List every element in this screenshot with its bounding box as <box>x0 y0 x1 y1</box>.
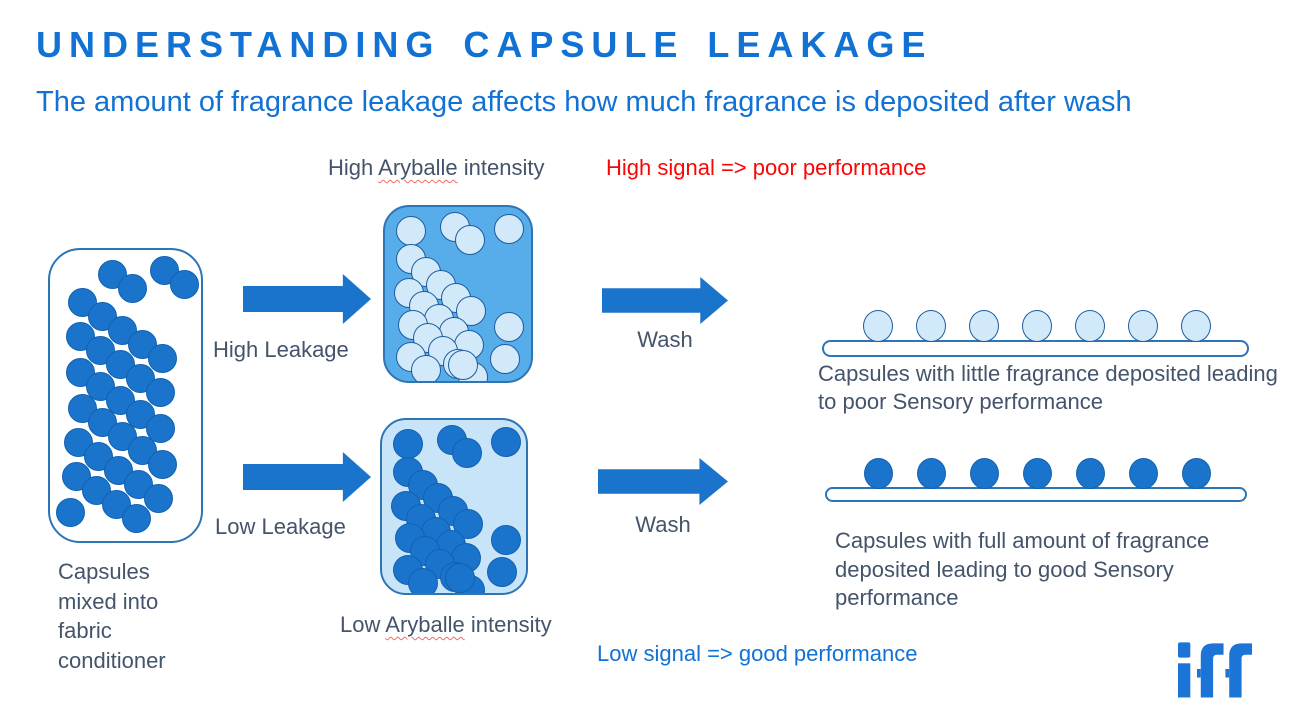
spellcheck-flagged-word: Aryballe <box>378 155 458 180</box>
good-deposit-row <box>825 456 1247 502</box>
low-aryballe-intensity-label: Low Aryballe intensity <box>340 612 552 638</box>
wash-arrow-top <box>602 277 728 324</box>
capsule-circle <box>490 344 520 374</box>
capsule-circle <box>145 413 175 443</box>
capsule-circle <box>494 214 524 244</box>
logo-f1 <box>1200 643 1224 698</box>
iff-logo-glyphs <box>1178 642 1252 698</box>
logo-f1-nub <box>1196 669 1201 678</box>
capsule-circle <box>487 557 517 587</box>
capsule-circle <box>393 429 423 459</box>
source-caption: Capsules mixed into fabric conditioner <box>58 559 166 674</box>
source-container <box>48 248 203 543</box>
deposited-capsule-circle <box>1075 310 1105 342</box>
capsule-circle <box>445 563 475 593</box>
deposited-capsule-circle <box>863 458 893 489</box>
deposited-capsule-circle <box>1128 458 1158 489</box>
capsule-circle <box>145 377 175 407</box>
poor-result-caption: Capsules with little fragrance deposited… <box>818 361 1278 415</box>
capsule-circle <box>491 525 521 555</box>
capsule-circle <box>101 489 131 519</box>
capsule-circle <box>117 273 147 303</box>
wash-label-bottom: Wash <box>635 512 691 537</box>
capsule-circle <box>452 438 482 468</box>
low-signal-annotation: Low signal => good performance <box>597 641 918 666</box>
capsule-circle <box>103 455 133 485</box>
high-leakage-arrow <box>243 274 371 324</box>
deposited-capsule-circle <box>863 310 893 342</box>
deposited-capsule-circle <box>1181 458 1211 489</box>
page-subtitle: The amount of fragrance leakage affects … <box>36 86 1132 118</box>
spellcheck-flagged-word: Aryballe <box>385 612 465 637</box>
capsule-circle <box>97 259 127 289</box>
capsule-circle <box>55 497 85 527</box>
wash-arrow-bottom <box>598 458 728 505</box>
page-title: UNDERSTANDING CAPSULE LEAKAGE <box>36 24 933 65</box>
high-leakage-result-container <box>383 205 533 383</box>
low-leakage-result-container <box>380 418 528 595</box>
deposited-capsule-circle <box>1022 458 1052 489</box>
low-leakage-arrow <box>243 452 371 502</box>
iff-logo <box>1178 640 1252 698</box>
high-aryballe-intensity-label: High Aryballe intensity <box>328 155 544 181</box>
capsule-circle <box>448 350 478 380</box>
fabric-surface-bar <box>825 487 1247 502</box>
label-part: intensity <box>457 155 545 180</box>
capsule-circle <box>456 296 486 326</box>
capsule-circle <box>408 568 438 593</box>
logo-i-dot <box>1178 642 1191 658</box>
capsule-circle <box>147 343 177 373</box>
high-leakage-label: High Leakage <box>213 337 349 362</box>
capsule-circle <box>396 216 426 246</box>
capsule-circle <box>147 449 177 479</box>
deposited-capsule-circle <box>1022 310 1052 342</box>
logo-f2 <box>1229 643 1252 698</box>
label-part: Low <box>340 612 386 637</box>
deposited-capsule-circle <box>969 458 999 489</box>
fabric-surface-bar <box>822 340 1249 357</box>
capsule-circle <box>121 503 151 533</box>
deposited-capsule-circle <box>1181 310 1211 342</box>
good-result-caption: Capsules with full amount of fragrance d… <box>835 528 1210 611</box>
poor-deposit-row <box>822 308 1249 357</box>
deposited-capsule-circle <box>969 310 999 342</box>
wash-label-top: Wash <box>637 327 693 352</box>
label-part: High <box>328 155 379 180</box>
low-leakage-label: Low Leakage <box>215 514 346 539</box>
capsule-circle <box>491 427 521 457</box>
logo-i-stem <box>1178 663 1191 698</box>
capsule-circle <box>455 225 485 255</box>
capsule-circle <box>169 269 199 299</box>
capsule-circle <box>65 357 95 387</box>
capsule-circle <box>411 355 441 381</box>
deposited-capsule-circle <box>916 458 946 489</box>
high-signal-annotation: High signal => poor performance <box>606 155 927 180</box>
capsule-circle <box>149 255 179 285</box>
deposited-capsule-circle <box>1128 310 1158 342</box>
capsule-circle <box>494 312 524 342</box>
label-part: intensity <box>464 612 552 637</box>
deposited-capsule-circle <box>1075 458 1105 489</box>
capsule-circle <box>83 441 113 471</box>
capsule-circle <box>143 483 173 513</box>
deposited-capsule-circle <box>916 310 946 342</box>
logo-f2-nub <box>1225 669 1230 678</box>
